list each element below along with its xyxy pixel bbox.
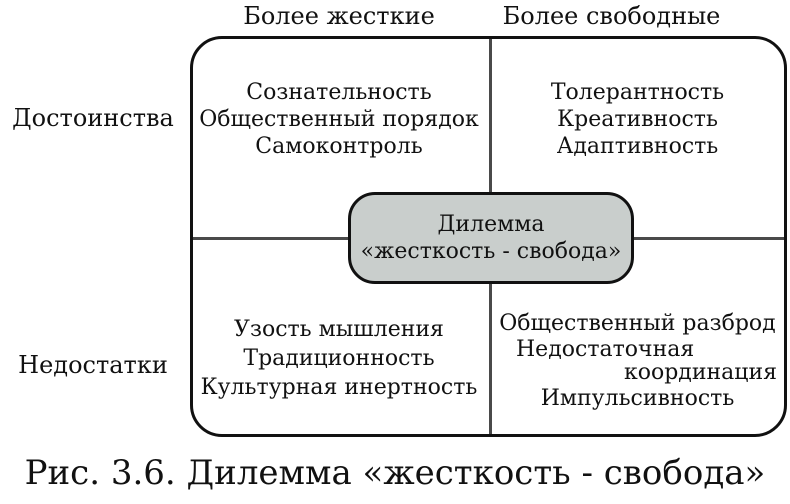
quadrant-free-disadvantages: Общественный разброд Недостаточная коорд… [488, 310, 787, 414]
column-header-more-rigid: Более жесткие [243, 2, 435, 30]
center-box-subtitle: «жесткость - свобода» [360, 239, 622, 264]
quadrant-rigid-disadvantages: Узость мышления Традиционность Культурна… [190, 315, 488, 402]
quadrant-free-advantages: Толерантность Креативность Адаптивность [488, 79, 787, 160]
quadrant-item: Общественный разброд [499, 311, 776, 336]
quadrant-item: Адаптивность [556, 134, 719, 159]
column-header-more-free: Более свободные [502, 2, 721, 30]
center-dilemma-box: Дилемма «жесткость - свобода» [348, 192, 634, 284]
quadrant-item: Сознательность [246, 80, 432, 105]
figure-caption: Рис. 3.6. Дилемма «жесткость - свобода» [24, 453, 766, 493]
quadrant-rigid-advantages: Сознательность Общественный порядок Само… [190, 79, 488, 160]
quadrant-item: Толерантность [550, 80, 725, 105]
quadrant-item: Культурная инертность [200, 375, 478, 400]
row-label-advantages: Достоинства [12, 104, 174, 132]
quadrant-item: Недостаточная [516, 337, 695, 362]
center-box-title: Дилемма [437, 212, 545, 237]
quadrant-item: Импульсивность [540, 386, 735, 411]
quadrant-item: Узость мышления [234, 317, 444, 342]
quadrant-item: Общественный порядок [199, 107, 479, 132]
quadrant-item: Самоконтроль [255, 134, 423, 159]
row-label-disadvantages: Недостатки [18, 351, 168, 379]
quadrant-item: Традиционность [243, 346, 435, 371]
quadrant-item: Креативность [557, 107, 718, 132]
quadrant-item: координация [623, 360, 777, 385]
